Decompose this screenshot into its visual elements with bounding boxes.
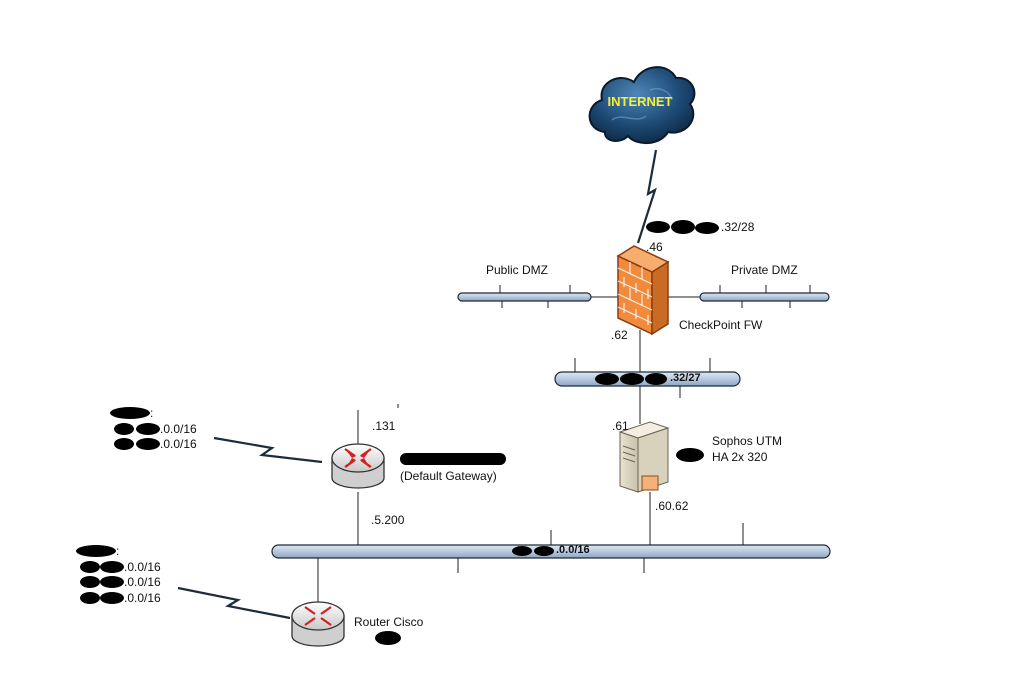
utm-lan-ip: .60.62 [655,499,689,513]
utm-top-ip: .61 [612,419,629,433]
wan-link-bolt-icon [636,149,658,244]
private-dmz-bus [699,285,830,308]
gateway-route-2: .0.0/16 [160,437,197,451]
cisco-route-3: .0.0/16 [124,591,161,605]
cisco-routes-heading: : [116,544,120,558]
firewall-wan-ip: .46 [646,240,663,254]
cloud-icon [588,66,696,144]
cisco-router-label: Router Cisco [354,615,424,629]
gateway-router-label: (Default Gateway) [400,469,497,483]
cisco-router-icon [291,601,345,647]
connection-lines [317,296,700,602]
gateway-routes-heading: : [150,406,154,420]
wan-subnet-label: .32/28 [721,220,755,234]
firewall-inside-ip: .62 [611,328,628,342]
cloud-label: INTERNET [608,94,673,109]
private-dmz-label: Private DMZ [731,263,798,277]
firewall-name-label: CheckPoint FW [679,318,763,332]
cisco-link-bolt-icon [177,586,291,620]
gateway-top-ip: .131 [372,419,396,433]
public-dmz-bus [457,285,592,308]
gateway-link-bolt-icon [213,436,323,464]
server-icon [618,421,670,493]
public-dmz-label: Public DMZ [486,263,549,277]
gateway-lan-ip: .5.200 [371,513,405,527]
cisco-route-1: .0.0/16 [124,560,161,574]
utm-name-line1: Sophos UTM [712,434,783,448]
transit-subnet-label: .32/27 [670,372,701,384]
utm-name-line2: HA 2x 320 [712,450,768,464]
gateway-router-icon [331,443,385,489]
redaction-marks [76,220,719,645]
lan-subnet-label: .0.0/16 [556,544,590,556]
gateway-route-1: .0.0/16 [160,422,197,436]
firewall-icon [616,245,670,336]
cisco-route-2: .0.0/16 [124,575,161,589]
